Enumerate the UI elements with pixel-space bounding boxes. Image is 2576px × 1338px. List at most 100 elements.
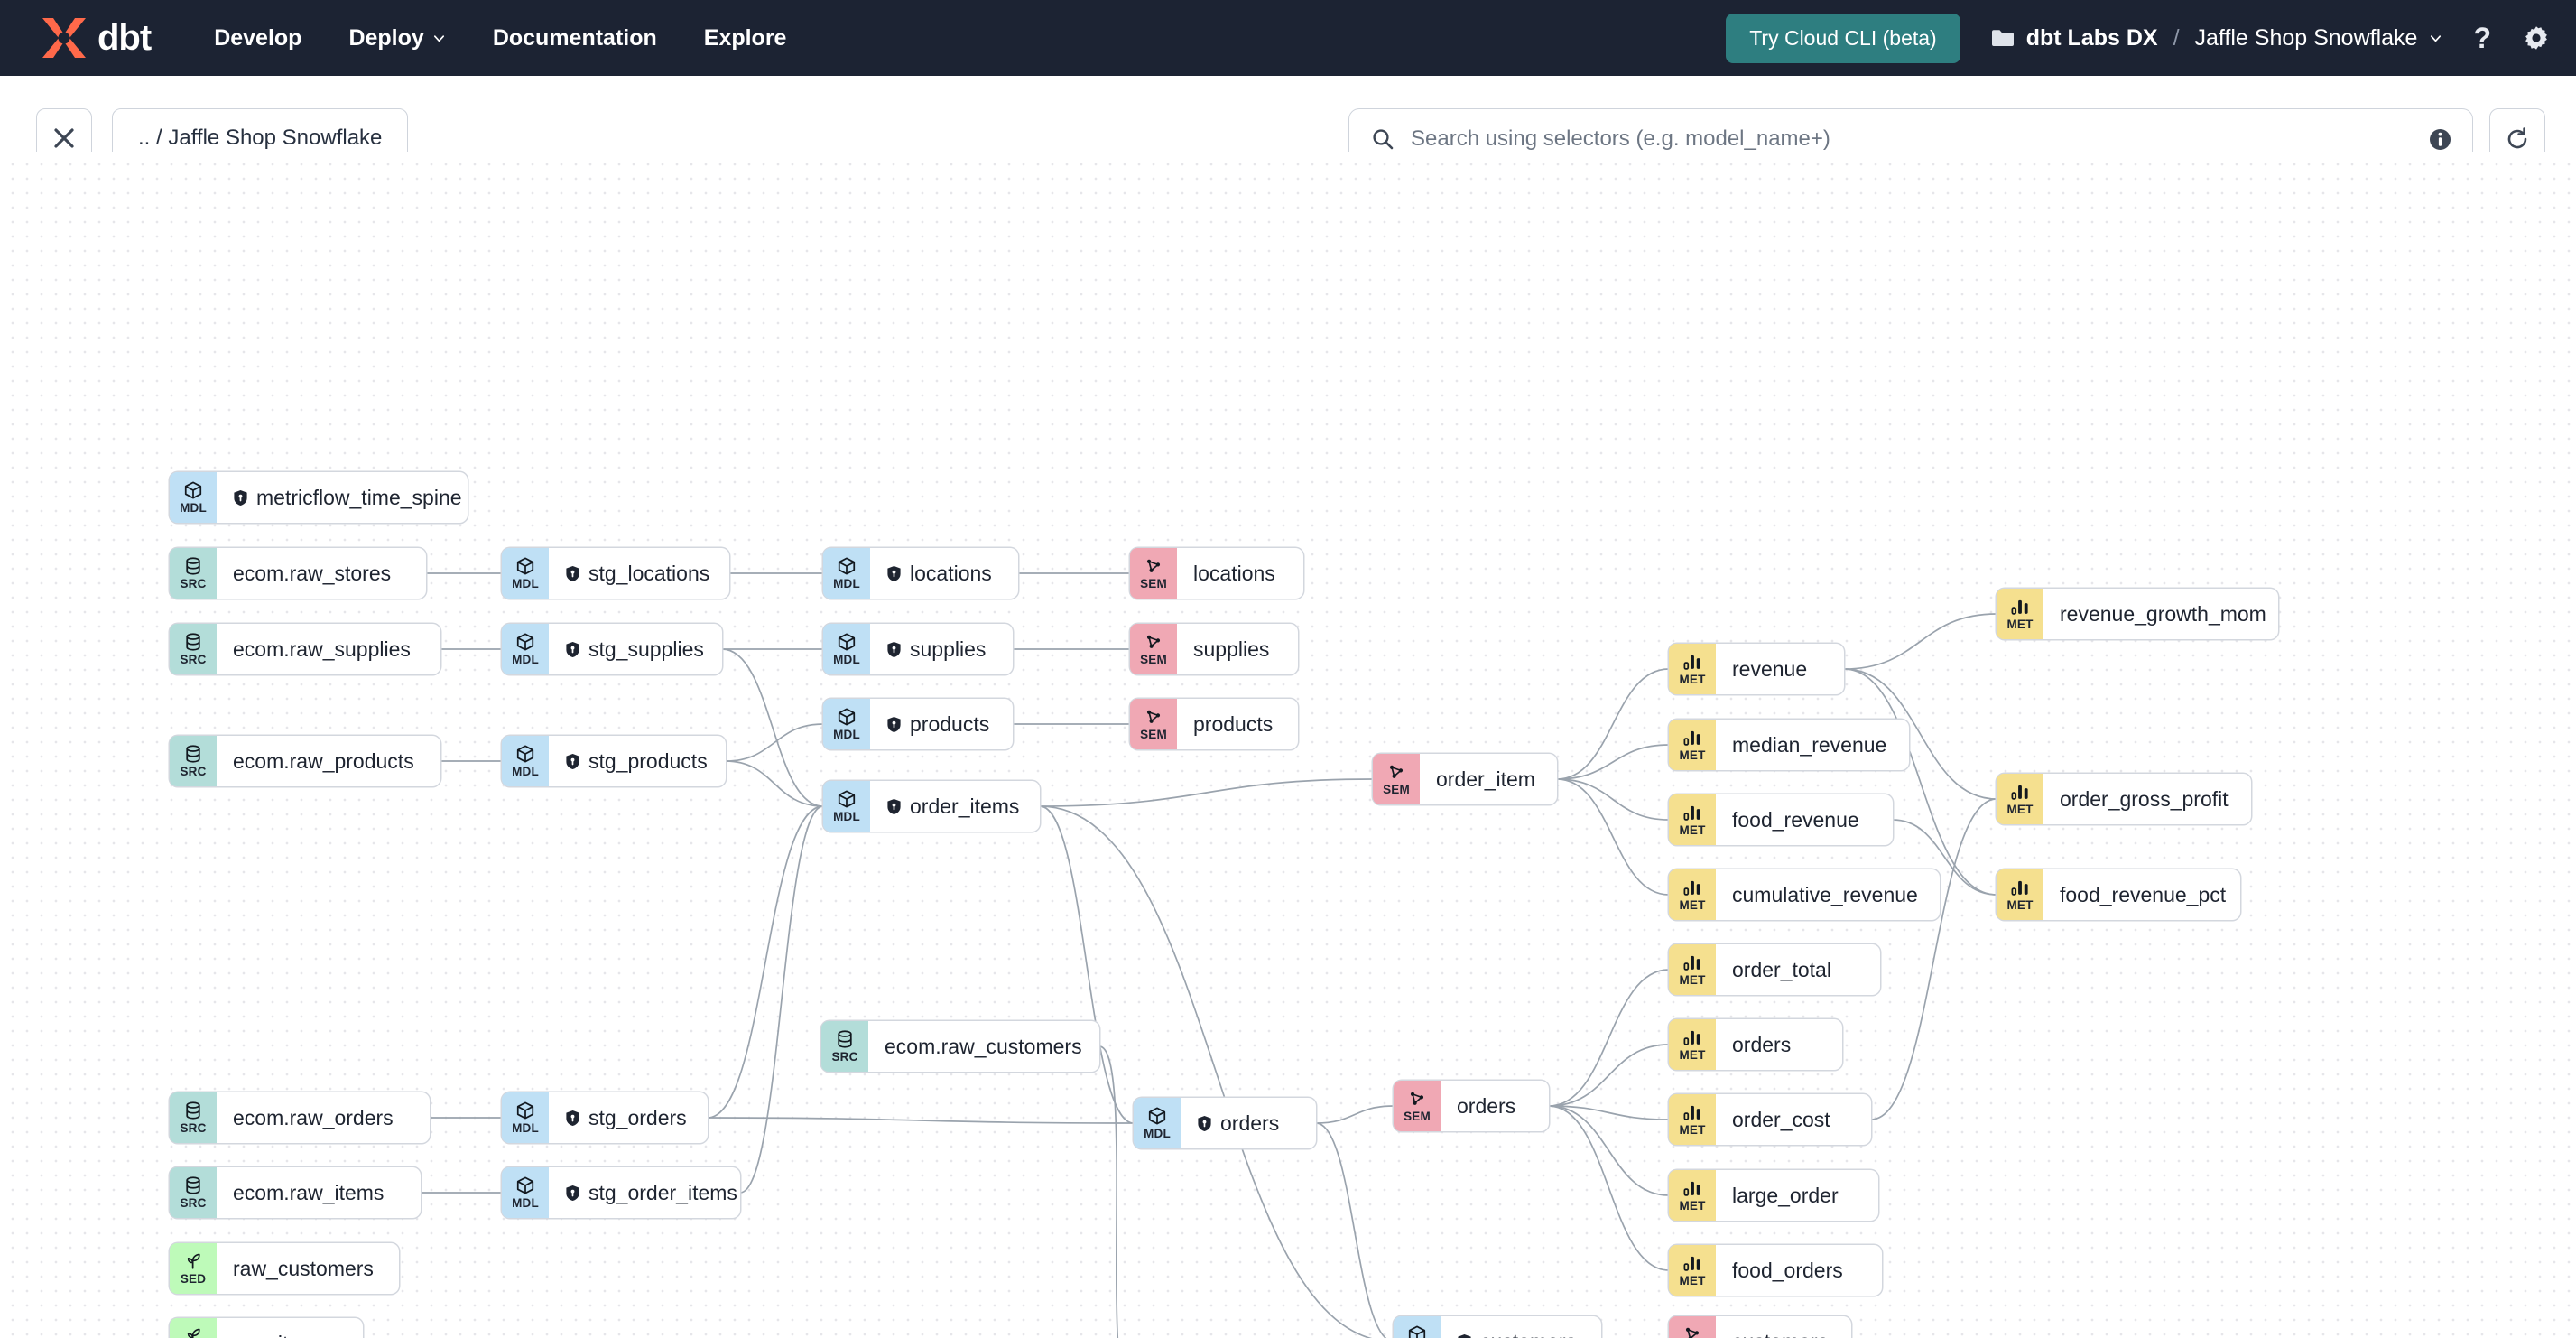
search-input[interactable] <box>1409 125 2428 153</box>
node-type-badge-mdl: MDL <box>1394 1316 1441 1338</box>
lineage-node-mdl_orders[interactable]: MDL orders <box>1134 1098 1316 1148</box>
lineage-node-sem_customers[interactable]: SEMcustomers <box>1669 1316 1851 1338</box>
node-type-tag: SEM <box>1140 728 1167 742</box>
graph-icon <box>1682 1324 1702 1338</box>
node-type-badge-mdl: MDL <box>502 624 549 674</box>
node-label-wrap: order_item <box>1420 754 1555 804</box>
lineage-node-mdl_customers[interactable]: MDLcustomers <box>1394 1316 1601 1338</box>
cube-icon <box>515 556 535 576</box>
node-type-badge-mdl: MDL <box>823 699 870 749</box>
graph-icon <box>1144 707 1163 727</box>
lineage-edge <box>1039 805 1135 1124</box>
folder-icon <box>1991 30 2014 46</box>
nav-item-deploy[interactable]: Deploy <box>325 16 468 60</box>
model-badge-icon <box>887 565 901 581</box>
lineage-node-mdl_products[interactable]: MDL products <box>823 699 1013 749</box>
node-type-tag: SRC <box>180 765 207 779</box>
chevron-down-icon[interactable] <box>2429 32 2442 45</box>
node-type-tag: SEM <box>1140 577 1167 591</box>
node-label-wrap: cumulative_revenue <box>1716 869 1938 920</box>
node-label-wrap: supplies <box>870 624 1005 674</box>
lineage-node-stg_locations[interactable]: MDL stg_locations <box>502 548 729 599</box>
node-label-wrap: large_order <box>1716 1170 1858 1221</box>
node-label: products <box>910 711 990 736</box>
lineage-edge <box>1892 819 1997 896</box>
database-icon <box>183 1175 203 1195</box>
project-name: Jaffle Shop Snowflake <box>2194 24 2418 51</box>
top-navigation-bar: dbt Develop Deploy Documentation Explore… <box>0 0 2576 76</box>
nav-item-explore[interactable]: Explore <box>681 16 811 60</box>
node-label-wrap: ecom.raw_stores <box>217 548 411 599</box>
bar-chart-icon <box>1682 1102 1702 1122</box>
try-cloud-cli-button[interactable]: Try Cloud CLI (beta) <box>1726 13 1960 63</box>
lineage-edge <box>725 760 824 807</box>
node-type-tag: MET <box>1679 823 1706 838</box>
node-type-tag: SEM <box>1140 653 1167 667</box>
graph-icon <box>1386 762 1406 782</box>
node-label: ecom.raw_items <box>233 1180 385 1204</box>
node-type-badge-sem: SEM <box>1669 1316 1716 1338</box>
graph-toolbar: .. / Jaffle Shop Snowflake <box>0 76 2576 170</box>
cube-icon <box>837 632 857 652</box>
node-type-tag: MDL <box>512 765 539 779</box>
lineage-edge <box>1548 969 1670 1107</box>
node-type-badge-mdl: MDL <box>502 736 549 786</box>
settings-gear-icon[interactable] <box>2522 23 2551 52</box>
node-type-tag: MDL <box>512 577 539 591</box>
node-label-wrap: orders <box>1181 1098 1299 1148</box>
node-label-wrap: stg_orders <box>549 1092 707 1143</box>
account-name: dbt Labs DX <box>2025 24 2158 51</box>
node-type-tag: MET <box>1679 673 1706 687</box>
dbt-logo[interactable]: dbt <box>36 14 152 61</box>
lineage-edge <box>721 648 824 807</box>
project-breadcrumb[interactable]: dbt Labs DX / Jaffle Shop Snowflake <box>1991 25 2443 51</box>
info-icon[interactable] <box>2428 127 2452 152</box>
node-label: food_revenue_pct <box>2060 882 2227 906</box>
node-type-tag: MDL <box>1144 1127 1171 1141</box>
node-label: order_item <box>1436 767 1535 791</box>
model-badge-icon <box>1458 1333 1471 1338</box>
node-label: median_revenue <box>1732 732 1887 757</box>
bar-chart-icon <box>2010 782 2030 802</box>
help-icon[interactable]: ? <box>2473 22 2491 54</box>
nav-item-develop[interactable]: Develop <box>190 16 325 60</box>
nav-item-documentation[interactable]: Documentation <box>469 16 681 60</box>
cube-icon <box>515 1175 535 1195</box>
node-label: stg_locations <box>588 561 710 585</box>
node-label: cumulative_revenue <box>1732 882 1918 906</box>
